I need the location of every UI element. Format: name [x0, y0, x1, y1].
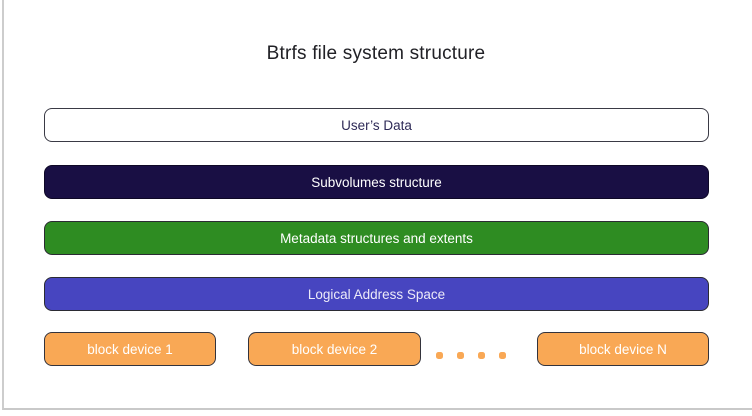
layer-users-data-label: User’s Data — [341, 117, 412, 133]
ellipsis-dot — [499, 352, 506, 359]
diagram-title: Btrfs file system structure — [266, 43, 486, 64]
layer-metadata-structures-label: Metadata structures and extents — [280, 230, 473, 246]
layer-users-data: User’s Data — [44, 108, 709, 142]
block-device-2-label: block device 2 — [291, 341, 378, 357]
block-device-2: block device 2 — [248, 332, 421, 366]
layer-subvolumes-structure: Subvolumes structure — [44, 165, 709, 199]
ellipsis-dot — [457, 352, 464, 359]
block-device-n-label: block device N — [579, 341, 667, 357]
layer-logical-address-space: Logical Address Space — [44, 277, 709, 311]
ellipsis-dots — [436, 352, 506, 359]
layer-subvolumes-structure-label: Subvolumes structure — [311, 174, 442, 190]
ellipsis-dot — [436, 352, 443, 359]
layer-metadata-structures: Metadata structures and extents — [44, 221, 709, 255]
btrfs-layer-stack: User’s Data Subvolumes structure Metadat… — [44, 108, 709, 366]
block-device-1: block device 1 — [44, 332, 216, 366]
block-device-n: block device N — [537, 332, 709, 366]
block-device-1-label: block device 1 — [87, 341, 173, 357]
layer-logical-address-space-label: Logical Address Space — [307, 286, 446, 302]
block-device-row: block device 1 block device 2 block devi… — [44, 332, 709, 366]
ellipsis-dot — [478, 352, 485, 359]
